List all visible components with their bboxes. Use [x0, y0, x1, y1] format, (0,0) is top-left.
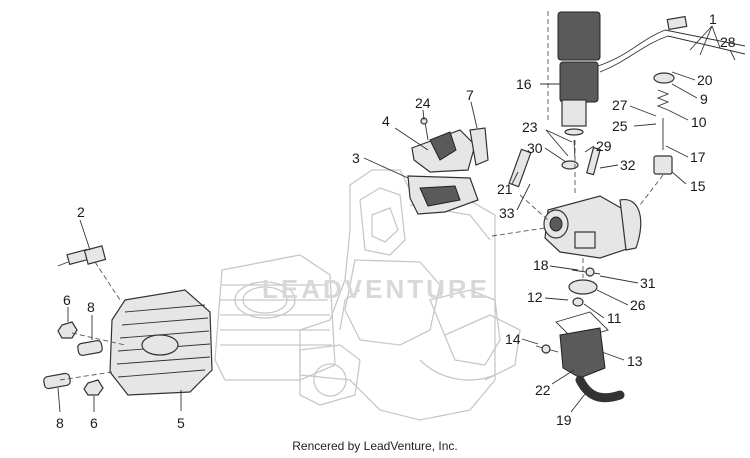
intake-manifold — [411, 129, 476, 173]
throttle-slide — [653, 155, 673, 175]
idle-screw — [586, 146, 601, 176]
drain-hose — [575, 375, 625, 403]
callout-label: 18 — [533, 257, 549, 273]
callout-label: 15 — [690, 178, 706, 194]
callout-label: 10 — [691, 114, 707, 130]
cylinder-head — [109, 289, 213, 396]
choke-plunger — [508, 148, 532, 188]
cylinder-ghost — [214, 254, 336, 381]
callout-label: 3 — [352, 150, 360, 166]
callout-labels: 1 28 20 16 9 24 7 4 27 10 25 23 29 30 3 … — [56, 11, 736, 431]
assembly-guide-lines — [59, 8, 664, 381]
callout-label: 21 — [497, 181, 513, 197]
callout-label: 11 — [607, 310, 622, 326]
watermark-text: LEADVENTURE — [262, 274, 490, 304]
callout-label: 9 — [700, 91, 708, 107]
callout-label: 17 — [690, 149, 706, 165]
callout-leader-lines — [57, 25, 736, 413]
dowel-sleeve-bottom — [43, 372, 71, 390]
callout-label: 29 — [596, 138, 612, 154]
carburetor-body — [543, 195, 642, 259]
callout-label: 13 — [627, 353, 643, 369]
footer-credit: Rencered by LeadVenture, Inc. — [292, 439, 457, 453]
callout-label: 2 — [77, 204, 85, 220]
manifold-clamp — [469, 127, 489, 166]
callout-label: 16 — [516, 76, 532, 92]
callout-label: 28 — [720, 34, 736, 50]
float — [568, 279, 598, 295]
choke-plate — [561, 139, 579, 170]
reed-valve-block — [407, 175, 479, 215]
callout-label: 20 — [697, 72, 713, 88]
float-needle-assembly — [571, 267, 601, 277]
callout-label: 23 — [522, 119, 538, 135]
throttle-cable — [597, 15, 746, 73]
head-nut-top — [57, 321, 78, 339]
callout-label: 7 — [466, 87, 474, 103]
callout-label: 1 — [709, 11, 717, 27]
carb-top-cap — [653, 72, 675, 84]
slide-spring — [656, 89, 670, 111]
callout-label: 8 — [56, 415, 64, 431]
callout-label: 26 — [630, 297, 646, 313]
callout-label: 30 — [527, 140, 543, 156]
frame-ghost-outline — [299, 169, 521, 421]
callout-label: 8 — [87, 299, 95, 315]
main-jet — [572, 297, 584, 307]
drain-screw — [535, 344, 559, 354]
callout-label: 32 — [620, 157, 636, 173]
float-bowl — [559, 327, 606, 379]
dowel-sleeve-top — [77, 340, 103, 356]
callout-label: 6 — [90, 415, 98, 431]
callout-label: 27 — [612, 97, 628, 113]
callout-label: 22 — [535, 382, 551, 398]
manifold-bolt — [420, 117, 429, 141]
callout-label: 12 — [527, 289, 543, 305]
callout-label: 6 — [63, 292, 71, 308]
spark-plug — [57, 245, 107, 267]
callout-label: 31 — [640, 275, 656, 291]
callout-label: 24 — [415, 95, 431, 111]
callout-label: 5 — [177, 415, 185, 431]
callout-label: 19 — [556, 412, 572, 428]
callout-label: 25 — [612, 118, 628, 134]
callout-label: 14 — [505, 331, 521, 347]
ignition-coil — [557, 11, 601, 136]
callout-label: 33 — [499, 205, 515, 221]
head-nut-bottom — [83, 379, 104, 396]
callout-label: 4 — [382, 113, 390, 129]
